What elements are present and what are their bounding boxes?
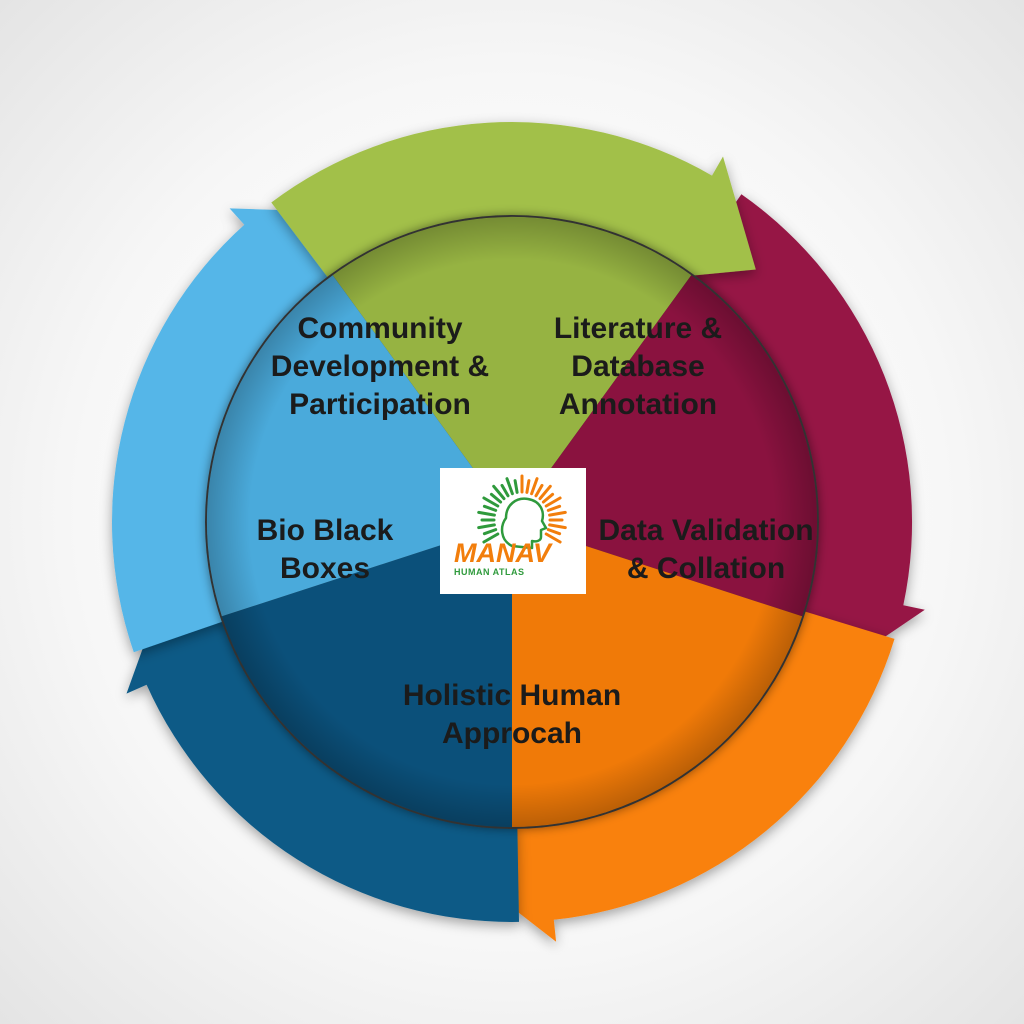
logo-title: MANAV bbox=[454, 538, 553, 568]
label-literature-line: Database bbox=[571, 350, 704, 383]
sunburst-ray bbox=[477, 510, 496, 517]
label-holistic-line: Approcah bbox=[442, 717, 582, 750]
label-biobox-line: Boxes bbox=[280, 552, 370, 585]
sunburst-ray bbox=[505, 477, 514, 496]
sunburst-ray bbox=[544, 496, 562, 508]
label-validation-line: Data Validation bbox=[598, 514, 813, 547]
label-biobox-line: Bio Black bbox=[257, 514, 394, 547]
sunburst-ray bbox=[482, 532, 500, 544]
sunburst-ray bbox=[482, 528, 498, 536]
label-community-line: Community bbox=[298, 312, 463, 345]
sunburst-ray bbox=[548, 523, 567, 530]
sunburst-ray bbox=[541, 492, 555, 504]
logo-subtitle: HUMAN ATLAS bbox=[454, 567, 525, 577]
sunburst-ray bbox=[544, 532, 562, 544]
sunburst-ray bbox=[538, 484, 552, 501]
logo-background bbox=[440, 468, 586, 594]
label-community-line: Participation bbox=[289, 388, 471, 421]
sunburst-ray bbox=[482, 496, 500, 508]
arrow-segment-biobox bbox=[111, 208, 348, 653]
sunburst-ray bbox=[548, 510, 567, 517]
sunburst-ray bbox=[482, 504, 498, 512]
label-validation: Data Validation & Collation bbox=[598, 514, 813, 585]
sunburst-ray bbox=[534, 483, 544, 498]
label-holistic-line: Holistic Human bbox=[403, 679, 621, 712]
label-validation-line: & Collation bbox=[627, 552, 785, 585]
sunburst-ray bbox=[546, 504, 562, 512]
label-literature-line: Literature & bbox=[554, 312, 722, 345]
head-outline bbox=[500, 497, 548, 550]
label-community-line: Development & bbox=[271, 350, 489, 383]
sunburst-ray bbox=[492, 484, 506, 501]
sunburst-ray bbox=[546, 528, 562, 536]
arrow-segment-holistic bbox=[126, 583, 519, 922]
sunburst-ray bbox=[525, 479, 531, 494]
sunburst-ray bbox=[500, 483, 510, 498]
sunburst-ray bbox=[477, 523, 496, 530]
label-literature-line: Annotation bbox=[559, 388, 717, 421]
sunburst-ray bbox=[513, 479, 519, 494]
human-head-sunburst-icon bbox=[477, 474, 567, 550]
sunburst-ray bbox=[489, 492, 503, 504]
sunburst-ray bbox=[530, 477, 539, 496]
